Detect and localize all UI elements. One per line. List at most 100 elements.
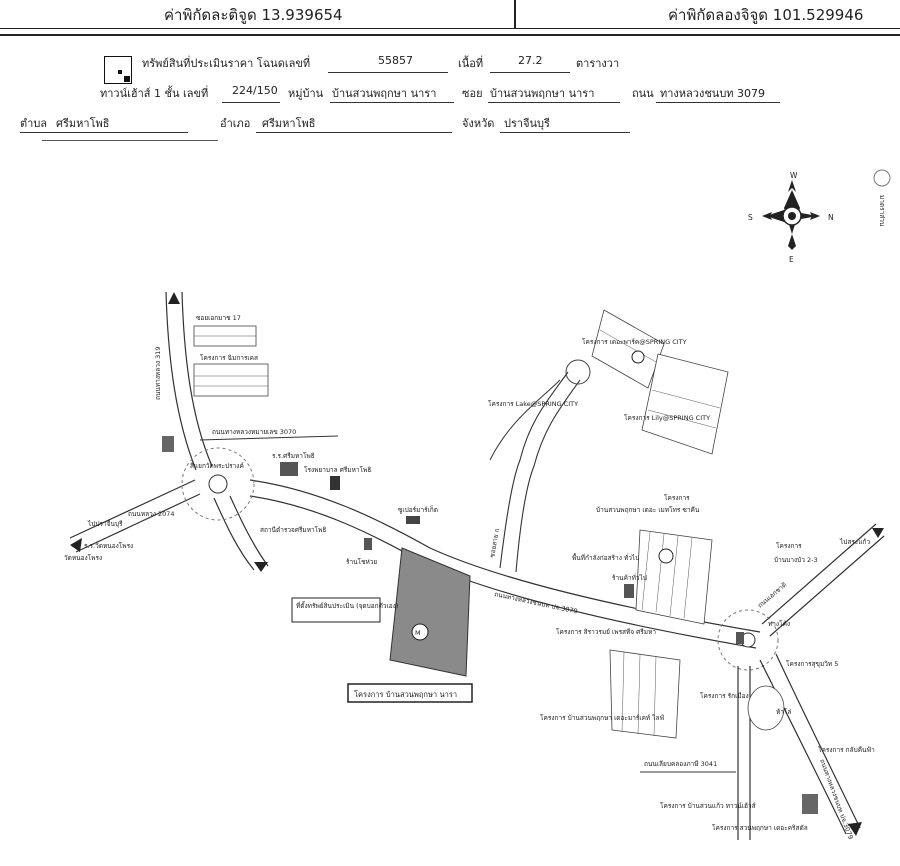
side-note: มาตราส่วน xyxy=(878,195,886,227)
project-mid-block xyxy=(635,529,713,625)
label-proj-rak: โครงการ รักเมือง xyxy=(700,692,749,700)
project-south-block xyxy=(609,649,681,739)
label-to-road: ไปปราจีนบุรี xyxy=(87,520,123,528)
label-soi-17: ซอยเอกมาช 17 xyxy=(196,314,241,322)
subject-property-area xyxy=(389,547,471,677)
town-building-icon xyxy=(802,794,818,814)
compass-n: N xyxy=(828,213,834,222)
subject-project-box xyxy=(347,683,473,703)
label-road-3070: ถนนทางหลวงหมายเลข 3070 xyxy=(212,428,296,436)
label-road-2074: ถนนหลวง 2074 xyxy=(128,510,175,518)
soi-road-a xyxy=(499,371,569,569)
subdistrict-label: ตำบล xyxy=(20,117,48,130)
label-proj-mid-title: โครงการ xyxy=(664,494,690,502)
label-proj-right-1: บ้านบางบัว 2-3 xyxy=(774,556,818,564)
label-soi-name: ซอยสาย ก xyxy=(488,528,501,559)
west-road-b xyxy=(75,493,201,553)
label-supermarket: ซูเปอร์มาร์เก็ต xyxy=(398,505,438,514)
label-under-construction: พื้นที่กำลังก่อสร้าง ทั่วไป xyxy=(572,553,639,562)
area-label: เนื้อที่ xyxy=(458,57,484,70)
project-ching-block xyxy=(193,325,269,397)
soi-road-b xyxy=(515,379,581,573)
compass-w: W xyxy=(790,171,798,180)
road-value: ทางหลวงชนบท 3079 xyxy=(660,87,766,100)
longitude-label: ค่าพิกัดลองจิจูด 101.529946 xyxy=(668,6,864,24)
subject-marker-label: M xyxy=(415,629,421,637)
label-proj-town: โครงการ บ้านสวนแก้ว ทาวน์เฮ้าส์ xyxy=(660,802,756,810)
village-label: หมู่บ้าน xyxy=(288,87,324,100)
coordinate-header: ค่าพิกัดละติจูด 13.939654 ค่าพิกัดลองจิจ… xyxy=(0,0,900,29)
hospital-building-icon xyxy=(330,476,340,490)
east-road-a xyxy=(761,523,877,625)
road-label: ถนน xyxy=(632,87,654,100)
label-hospital: โรงพยาบาล ศรีมหาโพธิ xyxy=(304,466,371,474)
area-underline xyxy=(490,72,570,73)
south-road-a xyxy=(213,497,255,571)
district-label: อำเภอ xyxy=(220,117,251,130)
gas-station-icon xyxy=(736,632,744,644)
temple-icon xyxy=(162,436,174,452)
latitude-label: ค่าพิกัดละติจูด 13.939654 xyxy=(164,6,343,24)
label-proj-right-title: โครงการ xyxy=(776,542,802,550)
north-road-a xyxy=(165,291,197,471)
house-underline xyxy=(222,102,280,103)
village-value: บ้านสวนพฤกษา นารา xyxy=(332,87,437,100)
label-highway-319: ถนนทางหลวง 319 xyxy=(154,347,162,401)
district-underline xyxy=(256,132,452,133)
arrow-north-icon xyxy=(168,292,180,304)
arrow-west-icon xyxy=(70,538,82,552)
arrow-east-icon xyxy=(872,528,884,538)
soi-underline xyxy=(488,102,620,103)
road-underline xyxy=(656,102,780,103)
label-proj-soi: โครงการ สวนพฤกษา เดอะคริสตัล xyxy=(712,824,808,832)
south-road-b xyxy=(229,495,269,567)
label-roundabout: สี่แยกวัดพระปรางค์ xyxy=(190,461,244,470)
label-spring-2: โครงการ Lake@SPRING CITY xyxy=(488,400,578,408)
label-shop: ร้านโชห่วย xyxy=(346,558,377,566)
label-proj-siri: โครงการ สิราวรมย์ เพรสทีจ ศรีมหา xyxy=(556,628,656,636)
subdistrict-underline xyxy=(20,132,188,133)
scale-icon xyxy=(873,169,891,187)
compass-e: E xyxy=(789,255,794,264)
village-underline xyxy=(330,102,454,103)
label-kcorner: ทางโค้ง xyxy=(768,620,790,628)
area-value: 27.2 xyxy=(518,54,543,67)
arrow-south-icon xyxy=(254,562,268,572)
shop-building-icon xyxy=(364,538,372,550)
checkbox-icon xyxy=(104,56,132,84)
label-office: สถานีตำรวจศรีมหาโพธิ xyxy=(260,526,326,534)
se-road-b xyxy=(775,653,861,829)
label-proj-sukhum: โครงการสุขุมวิท 5 xyxy=(786,660,838,668)
label-spring-1: โครงการ เดอะพาร์ค@SPRING CITY xyxy=(582,338,687,346)
east-road-b xyxy=(769,535,885,637)
label-subject: ที่ตั้งทรัพย์สินประเมิน (จุดบอกตัวเอง) xyxy=(296,601,398,610)
shop-row-icon xyxy=(624,584,634,598)
subject-label-box xyxy=(291,597,381,623)
label-spring-3: โครงการ Lily@SPRING CITY xyxy=(624,414,710,422)
soi-label: ซอย xyxy=(462,87,483,100)
roundabout-east xyxy=(717,609,779,671)
label-temple: วัดหนองโพรง xyxy=(64,554,102,562)
label-road-3079: ถนนทางหลวงชนบท ปจ.3079 xyxy=(494,590,579,615)
form-bottom-line xyxy=(42,140,218,141)
roundabout-west-center xyxy=(208,474,228,494)
property-label: ทรัพย์สินที่ประเมินราคา โฉนดเลขที่ xyxy=(142,57,311,70)
label-temple-school: ร.ร.วัดหนองโพรง xyxy=(84,542,133,550)
deed-underline xyxy=(328,72,448,73)
north-road-b xyxy=(181,291,213,467)
house-number: 224/150 xyxy=(232,84,278,97)
building-label: ทาวน์เฮ้าส์ 1 ชั้น เลขที่ xyxy=(100,87,209,100)
compass-s: S xyxy=(748,213,753,222)
label-pond: ห้าโล่ xyxy=(776,708,791,716)
se-road-a xyxy=(759,659,847,835)
label-road-3079b: ถนนทางหลวงชนบท ปจ.3079 xyxy=(818,758,855,841)
header-divider xyxy=(514,0,516,28)
car-icon xyxy=(406,516,420,524)
road-3070-line xyxy=(199,435,339,441)
spring-access xyxy=(489,379,561,461)
arrow-se-icon xyxy=(848,822,862,836)
district-value: ศรีมหาโพธิ xyxy=(262,117,316,130)
area-unit: ตารางวา xyxy=(576,57,620,70)
soi-value: บ้านสวนพฤกษา นารา xyxy=(490,87,595,100)
compass-icon: W S N E xyxy=(748,171,834,264)
